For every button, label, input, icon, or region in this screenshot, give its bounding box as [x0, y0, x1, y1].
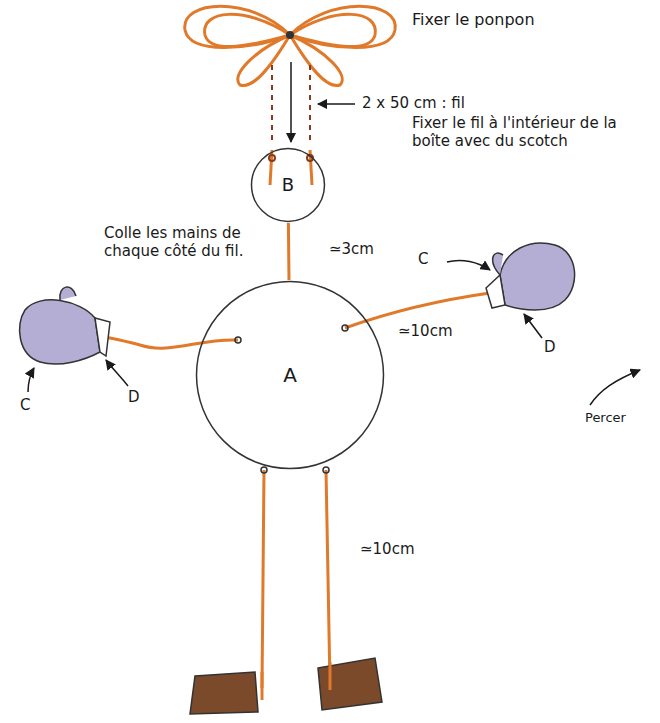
circle-part: A: [195, 280, 385, 470]
note-label: D: [128, 388, 140, 406]
note-label: Percer: [585, 410, 626, 426]
thread-connector: [287, 223, 291, 280]
note-label: ≃10cm: [360, 540, 415, 558]
note-label: ≃10cm: [398, 322, 453, 340]
leader-arrow: [290, 62, 292, 142]
note-label: Fixer le fil à l'intérieur de la boîte a…: [412, 114, 652, 150]
leg-thread: [261, 467, 330, 688]
mitten: [486, 243, 575, 310]
arm-thread: [92, 290, 505, 348]
leader-arrow: [28, 260, 640, 405]
circle-outline: [197, 282, 384, 469]
leader-arrow: [318, 103, 355, 105]
part-letter: B: [282, 174, 294, 196]
circle-outline: [252, 149, 325, 222]
boot: [190, 658, 382, 714]
note-label: C: [418, 250, 428, 268]
note-label: C: [20, 396, 30, 414]
mitten: [20, 287, 110, 364]
pompon: [185, 6, 396, 85]
leg-thread: [262, 662, 330, 700]
note-label: 2 x 50 cm : fil: [362, 94, 465, 112]
part-letter: A: [283, 363, 297, 387]
note-label: D: [544, 338, 556, 356]
dimension-label: ≃3cm: [329, 240, 374, 258]
circle-part: B: [250, 147, 326, 223]
note-label: Colle les mains de chaque côté du fil.: [104, 224, 289, 260]
note-label: Fixer le ponpon: [412, 10, 535, 29]
